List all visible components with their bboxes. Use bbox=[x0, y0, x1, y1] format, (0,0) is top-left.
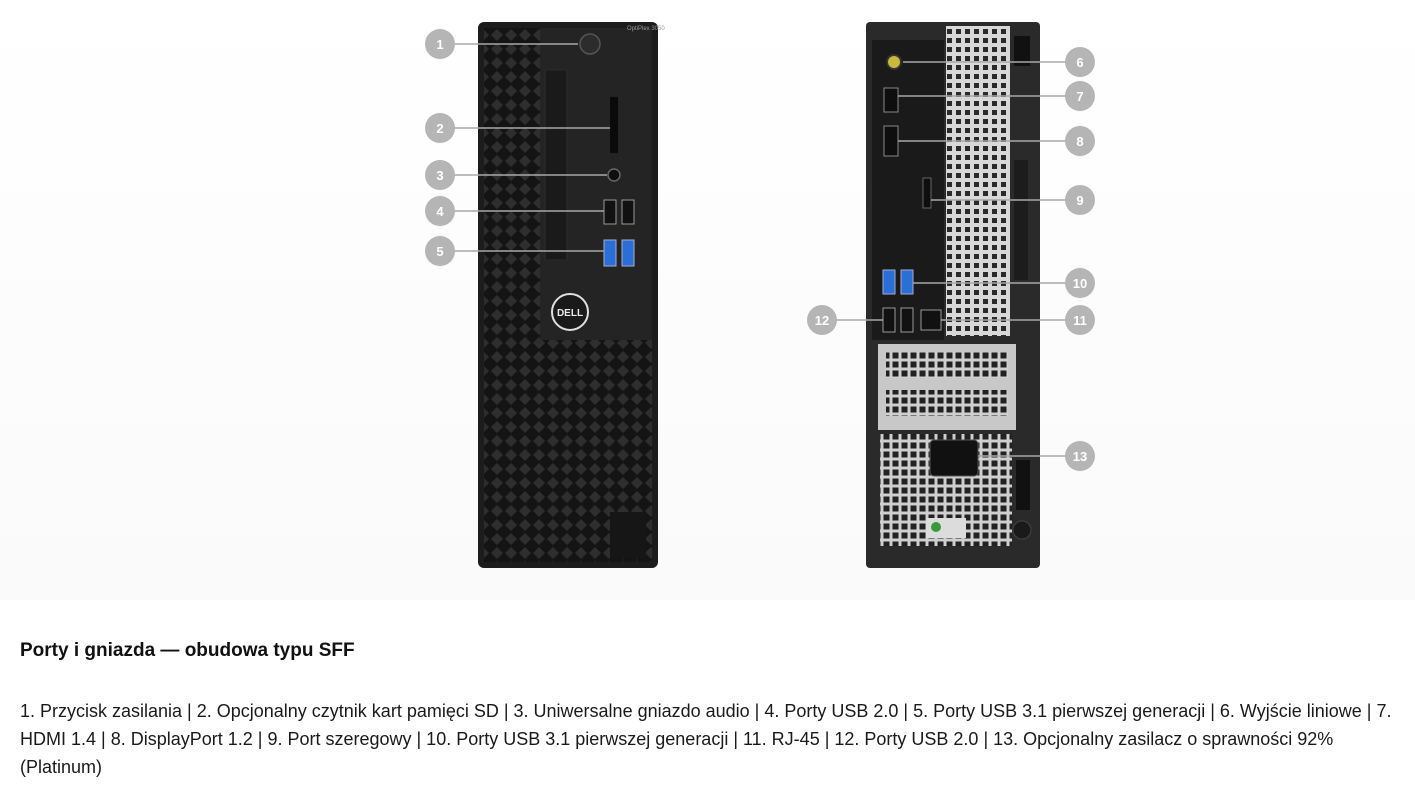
dell-logo-text: DELL bbox=[557, 308, 583, 319]
lock-slot bbox=[1014, 36, 1030, 66]
svg-text:10: 10 bbox=[1073, 276, 1087, 291]
callout-5: 5 bbox=[425, 236, 455, 266]
rear-usb3-port-2 bbox=[900, 269, 914, 295]
callout-8: 8 bbox=[1065, 126, 1095, 156]
expansion-slot-1 bbox=[886, 352, 1008, 378]
callout-11: 11 bbox=[1065, 305, 1095, 335]
rear-usb2-port-1 bbox=[882, 307, 896, 333]
optical-bay bbox=[544, 69, 568, 261]
power-inlet bbox=[929, 439, 979, 477]
ports-description: 1. Przycisk zasilania | 2. Opcjonalny cz… bbox=[20, 701, 1392, 777]
callout-7: 7 bbox=[1065, 81, 1095, 111]
svg-text:11: 11 bbox=[1073, 313, 1087, 328]
callout-2: 2 bbox=[425, 113, 455, 143]
front-view: OptiPlex 3050 DELL bbox=[478, 22, 665, 568]
callout-badges: 1 2 3 4 5 6 7 8 9 10 11 12 13 bbox=[425, 29, 1095, 471]
power-button bbox=[579, 33, 601, 55]
svg-text:6: 6 bbox=[1076, 55, 1083, 70]
rj45-port bbox=[920, 309, 942, 331]
leader-lines bbox=[454, 43, 1066, 457]
callout-13: 13 bbox=[1065, 441, 1095, 471]
callout-10: 10 bbox=[1065, 268, 1095, 298]
callout-4: 4 bbox=[425, 196, 455, 226]
ports-figure: OptiPlex 3050 DELL bbox=[0, 0, 1415, 600]
callout-6: 6 bbox=[1065, 47, 1095, 77]
model-label: OptiPlex 3050 bbox=[627, 26, 665, 32]
callout-1: 1 bbox=[425, 29, 455, 59]
front-foot bbox=[610, 512, 646, 558]
expansion-slot-2 bbox=[886, 390, 1008, 416]
front-usb3-port-2 bbox=[621, 239, 635, 267]
svg-text:3: 3 bbox=[436, 168, 443, 183]
svg-text:5: 5 bbox=[436, 244, 443, 259]
displayport-port bbox=[883, 125, 899, 157]
io-panel bbox=[872, 40, 944, 340]
side-slot bbox=[1014, 160, 1028, 280]
dell-logo bbox=[551, 293, 589, 331]
serial-port bbox=[922, 177, 932, 209]
rear-usb3-port-1 bbox=[882, 269, 896, 295]
section-heading: Porty i gniazda — obudowa typu SFF bbox=[20, 640, 355, 661]
svg-text:7: 7 bbox=[1076, 89, 1083, 104]
rear-latch bbox=[1016, 460, 1030, 510]
callout-9: 9 bbox=[1065, 185, 1095, 215]
front-usb2-port-1 bbox=[603, 199, 617, 225]
svg-text:12: 12 bbox=[815, 313, 829, 328]
sd-card-slot bbox=[610, 97, 618, 153]
svg-text:13: 13 bbox=[1073, 449, 1087, 464]
hdmi-port bbox=[883, 87, 899, 113]
svg-text:8: 8 bbox=[1076, 134, 1083, 149]
rear-view bbox=[866, 22, 1040, 568]
front-mesh-left bbox=[484, 28, 540, 562]
front-usb3-port-1 bbox=[603, 239, 617, 267]
audio-jack bbox=[607, 168, 621, 182]
svg-text:2: 2 bbox=[436, 121, 443, 136]
callout-3: 3 bbox=[425, 160, 455, 190]
svg-text:1: 1 bbox=[436, 37, 443, 52]
line-out-jack bbox=[886, 54, 902, 70]
svg-text:9: 9 bbox=[1076, 193, 1083, 208]
svg-text:4: 4 bbox=[436, 204, 444, 219]
psu-led bbox=[931, 522, 941, 532]
rear-vent-grille bbox=[946, 26, 1010, 336]
rear-usb2-port-2 bbox=[900, 307, 914, 333]
thumbscrew bbox=[1012, 520, 1032, 540]
front-usb2-port-2 bbox=[621, 199, 635, 225]
computer-diagram: OptiPlex 3050 DELL bbox=[425, 22, 1095, 568]
callout-12: 12 bbox=[807, 305, 837, 335]
